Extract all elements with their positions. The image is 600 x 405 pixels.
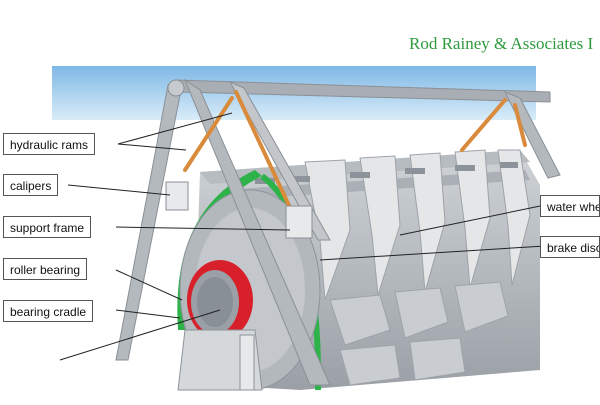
- label-calipers: calipers: [3, 174, 59, 196]
- lower-buckets: [329, 281, 509, 386]
- label-support-frame: support frame: [3, 216, 92, 238]
- hydraulic-rams: [183, 90, 527, 214]
- caliper-blocks: [165, 181, 313, 239]
- leader-lines: [59, 112, 546, 361]
- company-name: Rod Rainey & Associates I: [409, 34, 594, 53]
- label-hydraulic-rams: hydraulic rams: [3, 133, 96, 155]
- label-bearing-cradle: bearing cradle: [3, 300, 94, 322]
- label-water-wheel: water whe: [540, 195, 600, 217]
- label-brake-disc: brake disc: [540, 236, 600, 258]
- wheel-buckets: [304, 149, 531, 301]
- support-frame: [115, 78, 561, 386]
- label-roller-bearing: roller bearing: [3, 258, 88, 280]
